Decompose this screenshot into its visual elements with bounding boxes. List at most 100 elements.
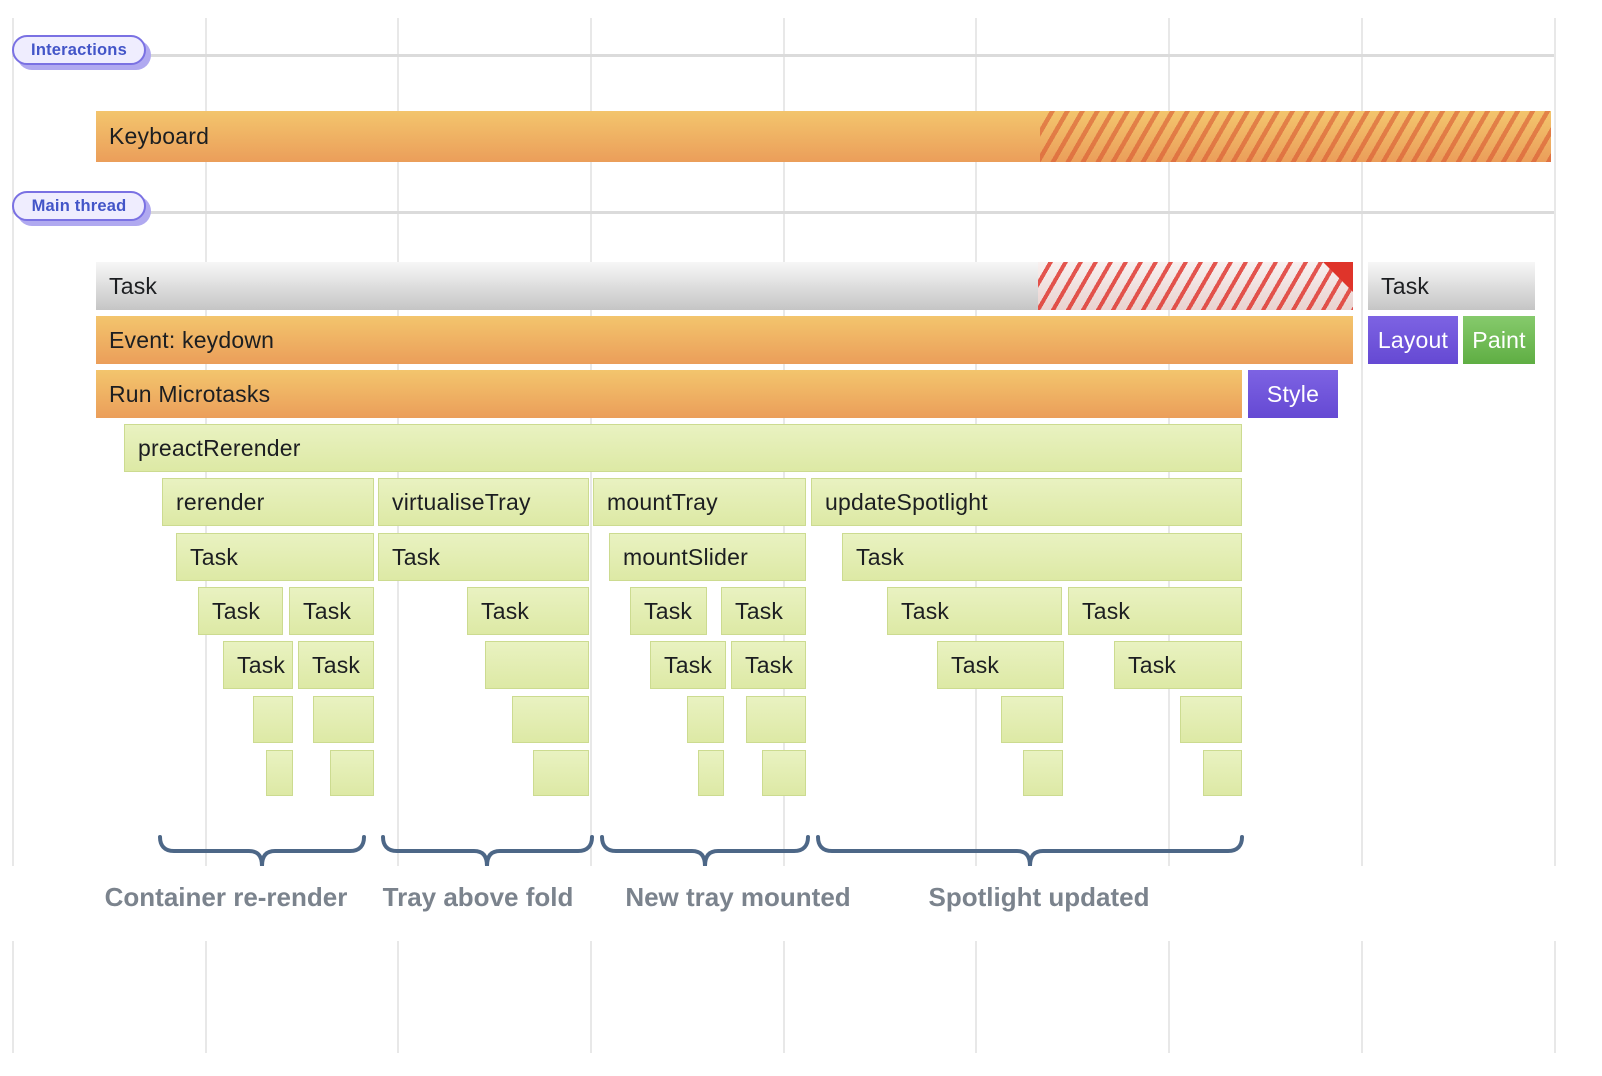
bar-label: Task xyxy=(392,543,441,570)
task-bar[interactable]: Task xyxy=(887,587,1062,635)
vertical-gridline xyxy=(1361,941,1363,1053)
annotation-label: New tray mounted xyxy=(625,882,851,912)
bar-label: Task xyxy=(856,543,905,570)
annotation-label: Container re-render xyxy=(104,882,348,912)
bar-label: Task xyxy=(951,651,1000,678)
task-bar[interactable] xyxy=(1203,750,1242,796)
main-thread-track-label: Main thread xyxy=(31,196,127,215)
task-bar[interactable]: Task xyxy=(176,533,374,581)
task-bar[interactable] xyxy=(533,750,589,796)
style-bar[interactable]: Style xyxy=(1248,370,1338,418)
annotation-brace xyxy=(600,835,810,867)
vertical-gridline xyxy=(1554,18,1556,866)
bar-label: Task xyxy=(1381,272,1430,299)
virtualise-tray-bar[interactable]: virtualiseTray xyxy=(378,478,589,526)
task-bar[interactable] xyxy=(746,696,806,743)
run-microtasks-bar[interactable]: Run Microtasks xyxy=(96,370,1242,418)
task-bar[interactable]: Task xyxy=(378,533,589,581)
long-task-hatch-overlay xyxy=(1038,262,1353,310)
bar-label: mountSlider xyxy=(623,543,748,570)
task-bar[interactable] xyxy=(1180,696,1242,743)
task-bar[interactable]: Task xyxy=(198,587,283,635)
task-bar[interactable] xyxy=(485,641,589,689)
interactions-track-label: Interactions xyxy=(31,40,127,59)
task-bar[interactable]: Task xyxy=(1114,641,1242,689)
update-spotlight-bar[interactable]: updateSpotlight xyxy=(811,478,1242,526)
vertical-gridline xyxy=(1168,941,1170,1053)
task-bar[interactable] xyxy=(687,696,724,743)
task-bar[interactable] xyxy=(762,750,806,796)
task-bar[interactable] xyxy=(266,750,293,796)
task-bar[interactable] xyxy=(330,750,374,796)
annotation-brace xyxy=(381,835,594,867)
bar-label: Task xyxy=(1128,651,1177,678)
bar-label: Keyboard xyxy=(109,123,210,149)
track-baseline xyxy=(12,54,1554,57)
task-bar[interactable]: Task xyxy=(467,587,589,635)
mount-slider-bar[interactable]: mountSlider xyxy=(609,533,806,581)
bar-label: Paint xyxy=(1472,326,1526,353)
task-bar[interactable]: Task xyxy=(630,587,707,635)
bar-label: Task xyxy=(212,597,261,624)
bar-label: Layout xyxy=(1377,326,1449,353)
bar-label: rerender xyxy=(176,488,265,515)
preact-rerender-bar[interactable]: preactRerender xyxy=(124,424,1242,472)
task-bar[interactable] xyxy=(1001,696,1063,743)
bar-label: Task xyxy=(109,272,158,299)
task-bar[interactable]: Task xyxy=(223,641,293,689)
bar-label: Task xyxy=(190,543,239,570)
bar-label: Style xyxy=(1266,380,1320,407)
layout-bar[interactable]: Layout xyxy=(1368,316,1458,364)
task-bar[interactable] xyxy=(253,696,293,743)
second-task-bar[interactable]: Task xyxy=(1368,262,1535,310)
bar-label: Task xyxy=(303,597,352,624)
bar-label: Run Microtasks xyxy=(109,380,271,407)
vertical-gridline xyxy=(1554,941,1556,1053)
task-bar[interactable] xyxy=(1023,750,1063,796)
vertical-gridline xyxy=(12,941,14,1053)
bar-label: Event: keydown xyxy=(109,326,275,353)
annotation-brace xyxy=(158,835,366,867)
task-bar[interactable]: Task xyxy=(1068,587,1242,635)
annotation-brace xyxy=(816,835,1244,867)
bar-label: mountTray xyxy=(607,488,718,515)
task-bar[interactable]: Task xyxy=(298,641,374,689)
bar-label: Task xyxy=(901,597,950,624)
interactions-track-pill[interactable]: Interactions xyxy=(12,35,146,65)
rerender-bar[interactable]: rerender xyxy=(162,478,374,526)
bar-label: Task xyxy=(312,651,361,678)
event-keydown-bar[interactable]: Event: keydown xyxy=(96,316,1353,364)
bar-label: Task xyxy=(237,651,286,678)
interaction-overrun-hatch-overlay xyxy=(1040,111,1551,162)
task-bar[interactable]: Task xyxy=(731,641,806,689)
annotation-label: Tray above fold xyxy=(382,882,574,912)
paint-bar[interactable]: Paint xyxy=(1463,316,1535,364)
task-bar[interactable]: Task xyxy=(289,587,374,635)
task-bar[interactable] xyxy=(698,750,724,796)
long-task-warning-triangle-icon xyxy=(1323,262,1353,292)
annotation-label: Spotlight updated xyxy=(928,882,1150,912)
bar-label: Task xyxy=(735,597,784,624)
vertical-gridline xyxy=(397,941,399,1053)
bar-label: preactRerender xyxy=(138,434,301,461)
track-baseline xyxy=(12,211,1554,214)
main-thread-track-pill[interactable]: Main thread xyxy=(12,191,146,221)
vertical-gridline xyxy=(205,941,207,1053)
task-bar[interactable] xyxy=(313,696,374,743)
vertical-gridline xyxy=(975,941,977,1053)
vertical-gridline xyxy=(1361,18,1363,866)
task-bar[interactable]: Task xyxy=(842,533,1242,581)
mount-tray-bar[interactable]: mountTray xyxy=(593,478,806,526)
keyboard-interaction-bar[interactable]: Keyboard xyxy=(96,111,1551,162)
task-bar[interactable] xyxy=(512,696,589,743)
bar-label: Task xyxy=(664,651,713,678)
task-bar[interactable]: Task xyxy=(721,587,806,635)
task-bar[interactable]: Task xyxy=(650,641,726,689)
main-task-bar[interactable]: Task xyxy=(96,262,1353,310)
task-bar[interactable]: Task xyxy=(937,641,1064,689)
bar-label: Task xyxy=(481,597,530,624)
bar-label: Task xyxy=(1082,597,1131,624)
bar-label: virtualiseTray xyxy=(392,488,531,515)
vertical-gridline xyxy=(12,18,14,866)
